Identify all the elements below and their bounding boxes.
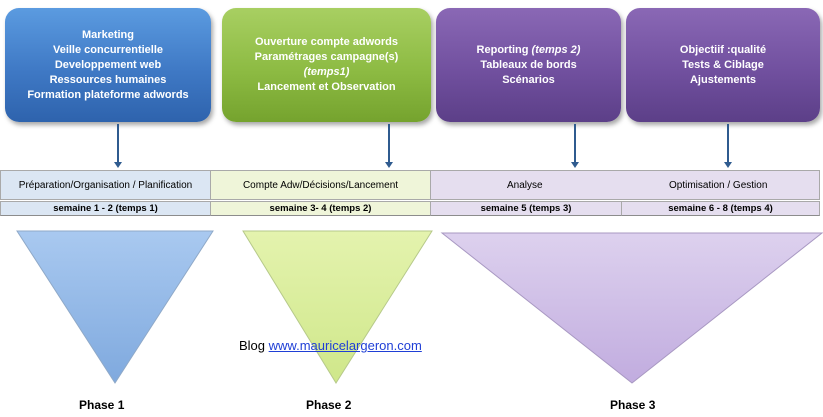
week-cell: semaine 6 - 8 (temps 4) [622, 201, 820, 216]
card-line-suffix: (temps 2) [531, 43, 581, 56]
phase-2-label: Phase 2 [306, 398, 352, 412]
card-reporting: Reporting (temps 2) Tableaux de bords Sc… [436, 8, 621, 122]
arrow-down-icon [571, 162, 579, 168]
arrow-down-icon [385, 162, 393, 168]
week-cell: semaine 3- 4 (temps 2) [211, 201, 431, 216]
card-line: Marketing [82, 28, 134, 41]
card-line: Developpement web [54, 58, 162, 71]
phase-3-label: Phase 3 [610, 398, 656, 412]
card-adwords-account: Ouverture compte adwords Paramétrages ca… [222, 8, 431, 122]
card-line: Ajustements [689, 73, 757, 86]
stage-label-analyse: Analyse [507, 179, 543, 191]
week-label: semaine 3- 4 (temps 2) [269, 203, 372, 214]
stage-label-optimisation: Optimisation / Gestion [669, 179, 768, 191]
card-line: Tests & Ciblage [682, 58, 764, 71]
card-line: Reporting (temps 2) [477, 43, 581, 58]
stage-label: Compte Adw/Décisions/Lancement [242, 179, 399, 191]
phase3-triangle [440, 232, 823, 384]
week-cell: semaine 1 - 2 (temps 1) [0, 201, 211, 216]
card-marketing: Marketing Veille concurrentielle Develop… [5, 8, 211, 122]
phase2-triangle [242, 230, 433, 384]
phase-1-label: Phase 1 [79, 398, 125, 412]
arrow-down-icon [114, 162, 122, 168]
card-line: Veille concurrentielle [52, 43, 164, 56]
week-label: semaine 5 (temps 3) [480, 203, 572, 214]
card-line: Objectiif :qualité [679, 43, 767, 56]
arrow-down-icon [724, 162, 732, 168]
stage-label: Préparation/Organisation / Planification [18, 179, 193, 191]
week-label: semaine 6 - 8 (temps 4) [668, 203, 773, 214]
card-line: Tableaux de bords [480, 58, 577, 71]
card-objective: Objectiif :qualité Tests & Ciblage Ajust… [626, 8, 820, 122]
stage-preparation: Préparation/Organisation / Planification [0, 170, 211, 200]
card-line: Ouverture compte adwords [254, 36, 399, 48]
phase1-triangle [16, 230, 214, 384]
connector-line [727, 124, 729, 164]
card-line: (temps1) [303, 66, 350, 78]
blog-credit: Blog www.mauricelargeron.com [239, 338, 422, 353]
card-line: Lancement et Observation [257, 81, 396, 93]
week-cell: semaine 5 (temps 3) [431, 201, 622, 216]
connector-line [117, 124, 119, 164]
stage-launch: Compte Adw/Décisions/Lancement [211, 170, 431, 200]
card-line: Ressources humaines [49, 73, 167, 86]
connector-line [388, 124, 390, 164]
connector-line [574, 124, 576, 164]
stage-analysis-optimisation: Analyse Optimisation / Gestion [431, 170, 820, 200]
blog-link[interactable]: www.mauricelargeron.com [268, 338, 422, 353]
blog-label: Blog [239, 338, 269, 353]
card-line: Formation plateforme adwords [27, 88, 189, 101]
week-label: semaine 1 - 2 (temps 1) [53, 203, 158, 214]
card-line-text: Reporting [476, 43, 532, 56]
card-line: Scénarios [502, 73, 555, 86]
card-line: Paramétrages campagne(s) [254, 51, 399, 63]
